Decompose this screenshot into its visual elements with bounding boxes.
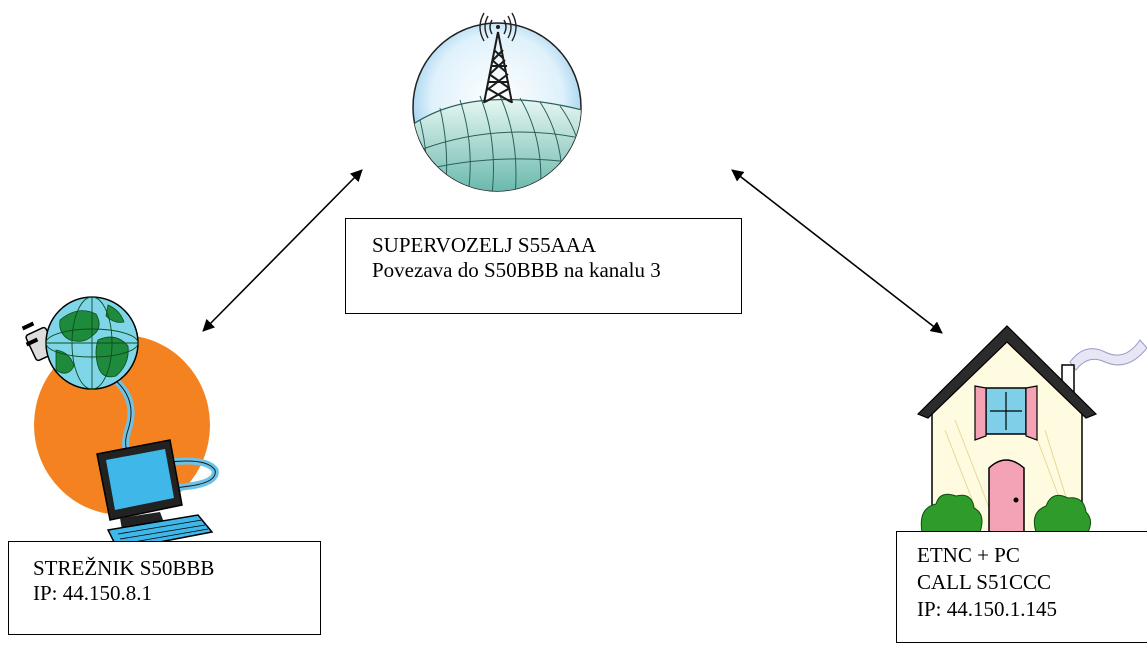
center-node-link: Povezava do S50BBB na kanalu 3 — [372, 258, 661, 282]
globe-icon — [45, 296, 139, 390]
left-node-ip: IP: 44.150.8.1 — [33, 581, 153, 605]
radio-tower-icon — [412, 12, 582, 192]
house-icon — [916, 325, 1147, 536]
right-node-label: ETNC + PC CALL S51CCC IP: 44.150.1.145 — [896, 531, 1147, 643]
left-node-label: STREŽNIK S50BBB IP: 44.150.8.1 — [8, 541, 321, 635]
center-node-name: SUPERVOZELJ S55AAA — [372, 233, 597, 257]
networked-computer-icon — [21, 296, 219, 551]
computer-monitor-icon — [96, 439, 183, 530]
bush-icon — [920, 493, 1092, 533]
link-right-center — [731, 169, 943, 334]
door-icon — [988, 459, 1025, 536]
window-icon — [974, 385, 1038, 441]
right-node-name: ETNC + PC — [917, 543, 1020, 567]
right-node-call: CALL S51CCC — [917, 570, 1051, 594]
link-left-center — [202, 169, 363, 332]
center-node-label: SUPERVOZELJ S55AAA Povezava do S50BBB na… — [345, 218, 742, 314]
right-node-ip: IP: 44.150.1.145 — [917, 597, 1058, 621]
left-node-name: STREŽNIK S50BBB — [33, 556, 215, 580]
